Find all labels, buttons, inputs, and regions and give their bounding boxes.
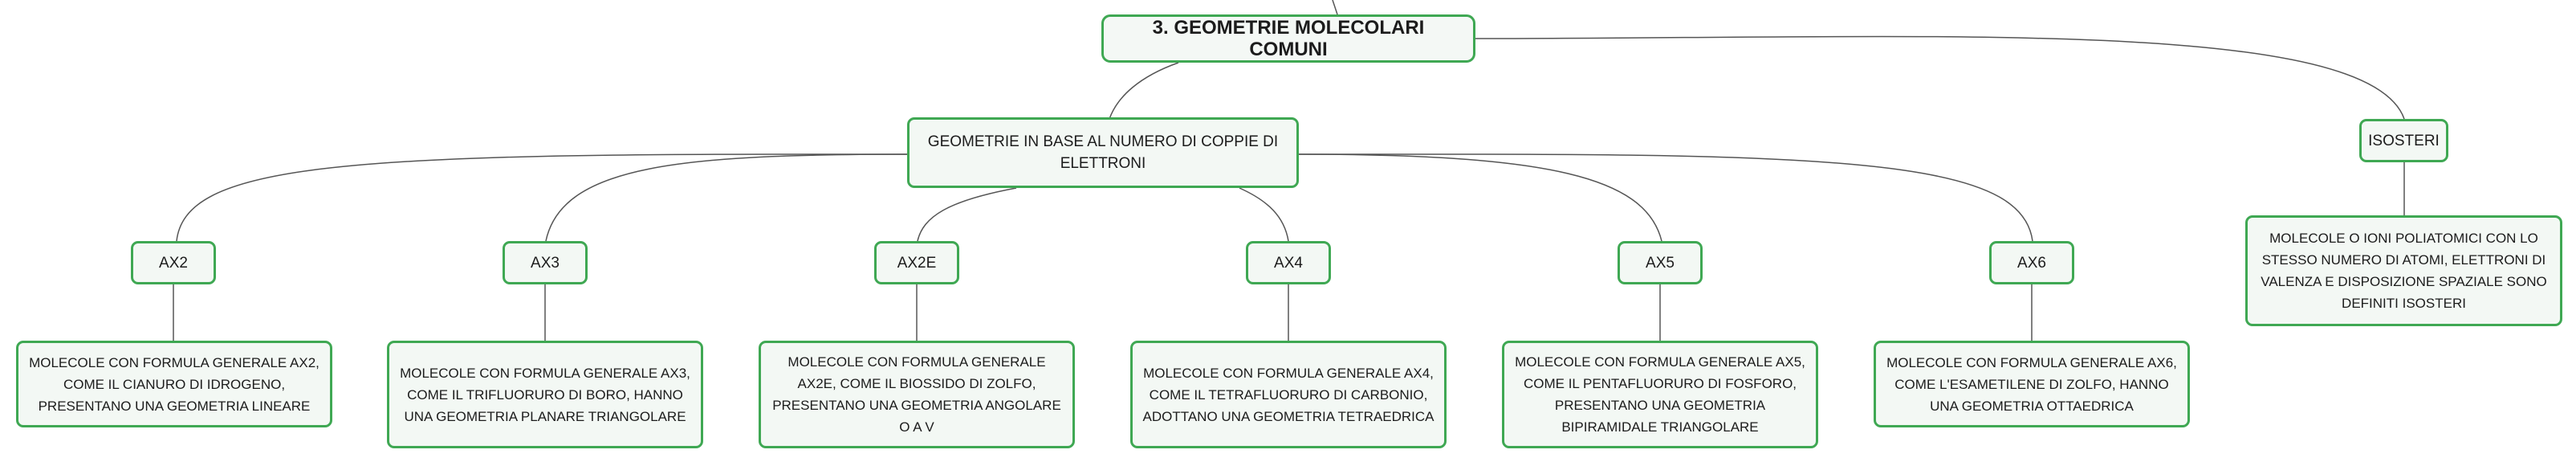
- ax5-description[interactable]: MOLECOLE CON FORMULA GENERALE AX5, COME …: [1502, 341, 1818, 448]
- ax3-description[interactable]: MOLECOLE CON FORMULA GENERALE AX3, COME …: [387, 341, 703, 448]
- ax3-description-text: MOLECOLE CON FORMULA GENERALE AX3, COME …: [400, 365, 690, 424]
- ax5-description-text: MOLECOLE CON FORMULA GENERALE AX5, COME …: [1515, 354, 1805, 435]
- connector-root-geometries: [1109, 62, 1179, 120]
- geometries-topic-label: GEOMETRIE IN BASE AL NUMERO DI COPPIE DI…: [927, 133, 1279, 172]
- ax5-topic-label: AX5: [1646, 254, 1675, 272]
- root-topic-label: 3. GEOMETRIE MOLECOLARI COMUNI: [1152, 17, 1425, 60]
- ax6-description-text: MOLECOLE CON FORMULA GENERALE AX6, COME …: [1886, 354, 2177, 414]
- ax2-topic[interactable]: AX2: [131, 241, 216, 284]
- ax2-topic-label: AX2: [159, 254, 188, 272]
- isosteri-description[interactable]: MOLECOLE O IONI POLIATOMICI CON LO STESS…: [2245, 215, 2562, 326]
- isosteri-description-text: MOLECOLE O IONI POLIATOMICI CON LO STESS…: [2261, 231, 2547, 311]
- ax2e-topic-label: AX2E: [897, 254, 937, 272]
- ax4-description-text: MOLECOLE CON FORMULA GENERALE AX4, COME …: [1142, 365, 1435, 424]
- ax2e-topic[interactable]: AX2E: [874, 241, 959, 284]
- ax2e-description[interactable]: MOLECOLE CON FORMULA GENERALE AX2E, COME…: [759, 341, 1075, 448]
- ax4-topic[interactable]: AX4: [1246, 241, 1331, 284]
- ax2e-description-text: MOLECOLE CON FORMULA GENERALE AX2E, COME…: [772, 354, 1061, 435]
- connector-geom-ax2: [176, 153, 910, 242]
- root-topic[interactable]: 3. GEOMETRIE MOLECOLARI COMUNI: [1101, 14, 1475, 63]
- ax6-topic[interactable]: AX6: [1989, 241, 2074, 284]
- ax4-topic-label: AX4: [1274, 254, 1303, 272]
- ax5-topic[interactable]: AX5: [1618, 241, 1703, 284]
- connector-geom-ax4: [1239, 187, 1289, 242]
- ax3-topic[interactable]: AX3: [503, 241, 588, 284]
- ax4-description[interactable]: MOLECOLE CON FORMULA GENERALE AX4, COME …: [1130, 341, 1447, 448]
- connector-geom-ax3: [545, 153, 911, 242]
- isosteri-topic[interactable]: ISOSTERI: [2359, 119, 2448, 162]
- ax6-topic-label: AX6: [2017, 254, 2046, 272]
- ax6-description[interactable]: MOLECOLE CON FORMULA GENERALE AX6, COME …: [1874, 341, 2190, 427]
- geometries-topic[interactable]: GEOMETRIE IN BASE AL NUMERO DI COPPIE DI…: [907, 117, 1299, 188]
- connector-root-parent: [1332, 0, 1338, 15]
- connector-root-isosteri: [1475, 35, 2405, 120]
- connector-geom-ax2e: [917, 187, 1017, 242]
- ax2-description[interactable]: MOLECOLE CON FORMULA GENERALE AX2, COME …: [16, 341, 332, 427]
- isosteri-topic-label: ISOSTERI: [2368, 132, 2440, 149]
- connector-geom-ax5: [1296, 153, 1662, 242]
- ax3-topic-label: AX3: [531, 254, 560, 272]
- ax2-description-text: MOLECOLE CON FORMULA GENERALE AX2, COME …: [29, 354, 319, 414]
- connector-geom-ax6: [1297, 153, 2033, 242]
